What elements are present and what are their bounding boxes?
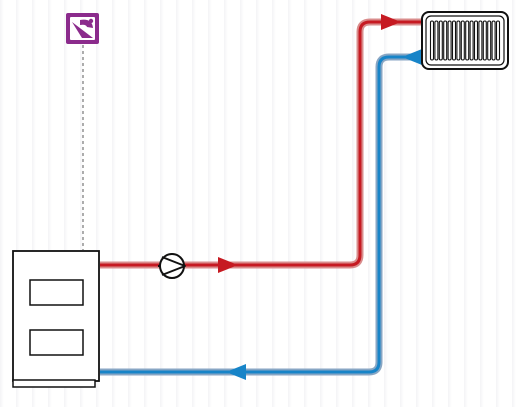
radiator-fin bbox=[473, 20, 479, 61]
radiator-fin bbox=[447, 20, 452, 61]
room-thermostat-icon bbox=[66, 13, 99, 44]
radiator-fins bbox=[429, 20, 501, 61]
radiator-fin bbox=[460, 20, 465, 61]
radiator-fin bbox=[429, 20, 435, 61]
radiator-fin bbox=[438, 20, 443, 61]
radiator-fin bbox=[456, 20, 461, 61]
radiator bbox=[421, 11, 509, 70]
radiator-fin bbox=[469, 20, 474, 61]
radiator-fin bbox=[487, 20, 492, 61]
radiator-fin bbox=[478, 20, 483, 61]
boiler-upper-door bbox=[29, 279, 84, 306]
supply-flow-arrow bbox=[218, 257, 238, 273]
radiator-fin bbox=[434, 20, 439, 61]
radiator-fin bbox=[495, 20, 501, 61]
circulation-pump-icon bbox=[158, 253, 186, 279]
radiator-fin bbox=[482, 20, 487, 61]
radiator-fin bbox=[465, 20, 470, 61]
return-flow-arrow bbox=[402, 49, 422, 65]
radiator-fin bbox=[451, 20, 457, 61]
supply-flow-arrow bbox=[381, 14, 401, 30]
return-pipe bbox=[100, 53, 421, 376]
return-flow-arrow bbox=[226, 364, 246, 380]
supply-pipe bbox=[100, 18, 421, 269]
radiator-fin bbox=[443, 20, 448, 61]
radiator-fin bbox=[491, 20, 496, 61]
boiler bbox=[12, 250, 100, 388]
boiler-lower-door bbox=[29, 329, 84, 356]
